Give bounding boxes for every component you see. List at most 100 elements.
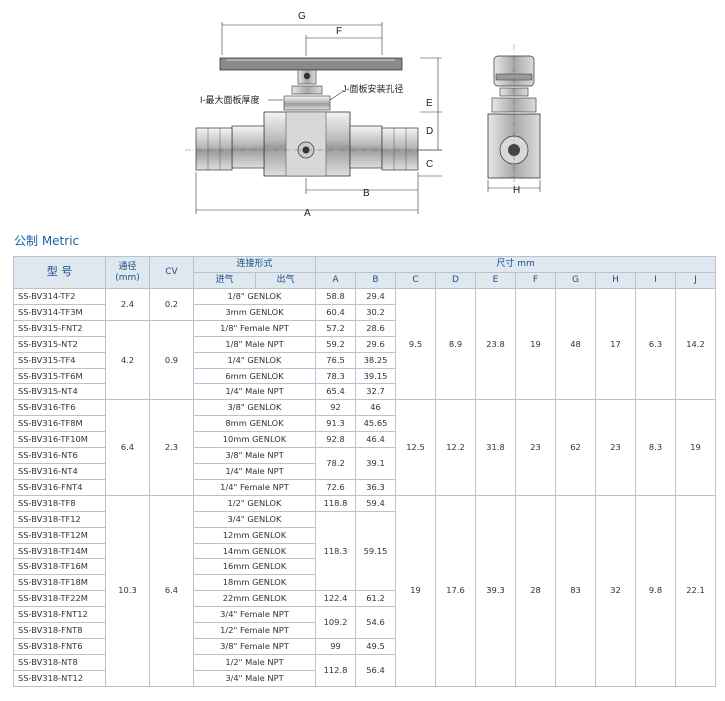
dim-b-cell: 36.3 bbox=[355, 478, 397, 496]
dim-b-cell: 56.4 bbox=[355, 653, 397, 687]
model-cell: SS-BV318-TF12 bbox=[13, 510, 106, 528]
model-cell: SS-BV314-TF3M bbox=[13, 303, 106, 321]
dim-d-cell: 17.6 bbox=[435, 494, 477, 687]
dim-a-cell: 65.4 bbox=[315, 383, 357, 401]
dim-i-cell: 9.8 bbox=[635, 494, 677, 687]
connection-cell: 1/4" Female NPT bbox=[192, 478, 317, 496]
model-cell: SS-BV318-TF22M bbox=[13, 590, 106, 608]
dim-a-cell: 59.2 bbox=[315, 335, 357, 353]
dim-a-cell: 91.3 bbox=[315, 415, 357, 433]
connection-cell: 3/8" Female NPT bbox=[192, 637, 317, 655]
connection-cell: 1/8" Female NPT bbox=[192, 319, 317, 337]
dim-b-cell: 59.15 bbox=[355, 510, 397, 592]
header-dim-e: E bbox=[475, 272, 517, 289]
dim-a-cell: 72.6 bbox=[315, 478, 357, 496]
header-dim-g: G bbox=[555, 272, 597, 289]
dim-a-cell: 109.2 bbox=[315, 606, 357, 639]
dim-b-cell: 29.4 bbox=[355, 288, 397, 305]
dim-label-h: H bbox=[513, 185, 520, 196]
dim-label-d: D bbox=[426, 126, 433, 137]
bore-cell: 4.2 bbox=[105, 319, 150, 401]
dim-a-cell: 112.8 bbox=[315, 653, 357, 687]
model-cell: SS-BV316-TF6 bbox=[13, 399, 106, 417]
table-row: SS-BV318-TF12M 12mm GENLOK bbox=[13, 526, 716, 544]
dim-label-b: B bbox=[363, 188, 370, 199]
dim-c-cell: 9.5 bbox=[395, 287, 437, 401]
header-bore: 通径(mm) bbox=[105, 256, 150, 289]
table-row: SS-BV318-TF18M 18mm GENLOK bbox=[13, 574, 716, 592]
connection-cell: 22mm GENLOK bbox=[192, 590, 317, 608]
connection-cell: 3/8" GENLOK bbox=[192, 399, 317, 417]
connection-cell: 3/8" Male NPT bbox=[192, 447, 317, 464]
model-cell: SS-BV318-NT8 bbox=[13, 653, 106, 671]
dim-label-i: I-最大面板厚度 bbox=[200, 94, 260, 105]
bore-cell: 10.3 bbox=[105, 494, 150, 687]
connection-cell: 10mm GENLOK bbox=[192, 431, 317, 449]
model-cell: SS-BV318-TF14M bbox=[13, 542, 106, 560]
header-dimensions: 尺寸 mm bbox=[315, 256, 717, 273]
cv-cell: 2.3 bbox=[149, 399, 194, 496]
dim-j-cell: 22.1 bbox=[675, 494, 717, 687]
dim-a-cell: 78.2 bbox=[315, 447, 357, 480]
dim-e-cell: 31.8 bbox=[475, 399, 517, 496]
connection-cell: 3mm GENLOK bbox=[192, 303, 317, 321]
dim-a-cell: 92 bbox=[315, 399, 357, 417]
dim-a-cell: 118.8 bbox=[315, 494, 357, 512]
side-view bbox=[487, 44, 541, 192]
header-dim-b: B bbox=[355, 272, 397, 289]
dim-b-cell: 39.1 bbox=[355, 447, 397, 480]
connection-cell: 3/4" GENLOK bbox=[192, 510, 317, 528]
header-dim-i: I bbox=[635, 272, 677, 289]
dimension-lines bbox=[195, 22, 442, 214]
connection-cell: 6mm GENLOK bbox=[192, 367, 317, 385]
dim-a-cell: 76.5 bbox=[315, 351, 357, 369]
model-cell: SS-BV318-FNT8 bbox=[13, 622, 106, 639]
dim-g-cell: 48 bbox=[555, 287, 597, 401]
dim-f-cell: 23 bbox=[515, 399, 557, 496]
dim-g-cell: 62 bbox=[555, 399, 597, 496]
bore-cell: 6.4 bbox=[105, 399, 150, 496]
dim-f-cell: 19 bbox=[515, 287, 557, 401]
model-cell: SS-BV315-TF4 bbox=[13, 351, 106, 369]
connection-cell: 3/4" Female NPT bbox=[192, 606, 317, 624]
dim-b-cell: 59.4 bbox=[355, 494, 397, 512]
dim-b-cell: 28.6 bbox=[355, 319, 397, 337]
dim-b-cell: 54.6 bbox=[355, 606, 397, 639]
dim-h-cell: 17 bbox=[595, 287, 637, 401]
dim-i-cell: 8.3 bbox=[635, 399, 677, 496]
dim-j-cell: 19 bbox=[675, 399, 717, 496]
table-row: SS-BV318-NT12 3/4" Male NPT bbox=[13, 669, 716, 687]
model-cell: SS-BV318-TF16M bbox=[13, 558, 106, 576]
model-cell: SS-BV318-TF12M bbox=[13, 526, 106, 544]
model-cell: SS-BV316-NT6 bbox=[13, 447, 106, 464]
model-cell: SS-BV318-NT12 bbox=[13, 669, 106, 687]
connection-cell: 1/8" Male NPT bbox=[192, 335, 317, 353]
model-cell: SS-BV318-TF18M bbox=[13, 574, 106, 592]
model-cell: SS-BV315-TF6M bbox=[13, 367, 106, 385]
header-dim-c: C bbox=[395, 272, 437, 289]
dim-b-cell: 46 bbox=[355, 399, 397, 417]
connection-cell: 3/4" Male NPT bbox=[192, 669, 317, 687]
dim-a-cell: 78.3 bbox=[315, 367, 357, 385]
model-cell: SS-BV318-FNT6 bbox=[13, 637, 106, 655]
dim-b-cell: 30.2 bbox=[355, 303, 397, 321]
connection-cell: 1/4" Male NPT bbox=[192, 383, 317, 401]
header-dim-a: A bbox=[315, 272, 357, 289]
connection-cell: 12mm GENLOK bbox=[192, 526, 317, 544]
dim-a-cell: 92.8 bbox=[315, 431, 357, 449]
connection-cell: 18mm GENLOK bbox=[192, 574, 317, 592]
connection-cell: 1/8" GENLOK bbox=[192, 288, 317, 305]
dim-b-cell: 45.65 bbox=[355, 415, 397, 433]
valve-dimension-drawing: G F A B E D C H I-最大面板厚度 J-面板安装孔径 bbox=[185, 11, 541, 219]
model-cell: SS-BV316-TF8M bbox=[13, 415, 106, 433]
header-cv: CV bbox=[149, 256, 194, 289]
